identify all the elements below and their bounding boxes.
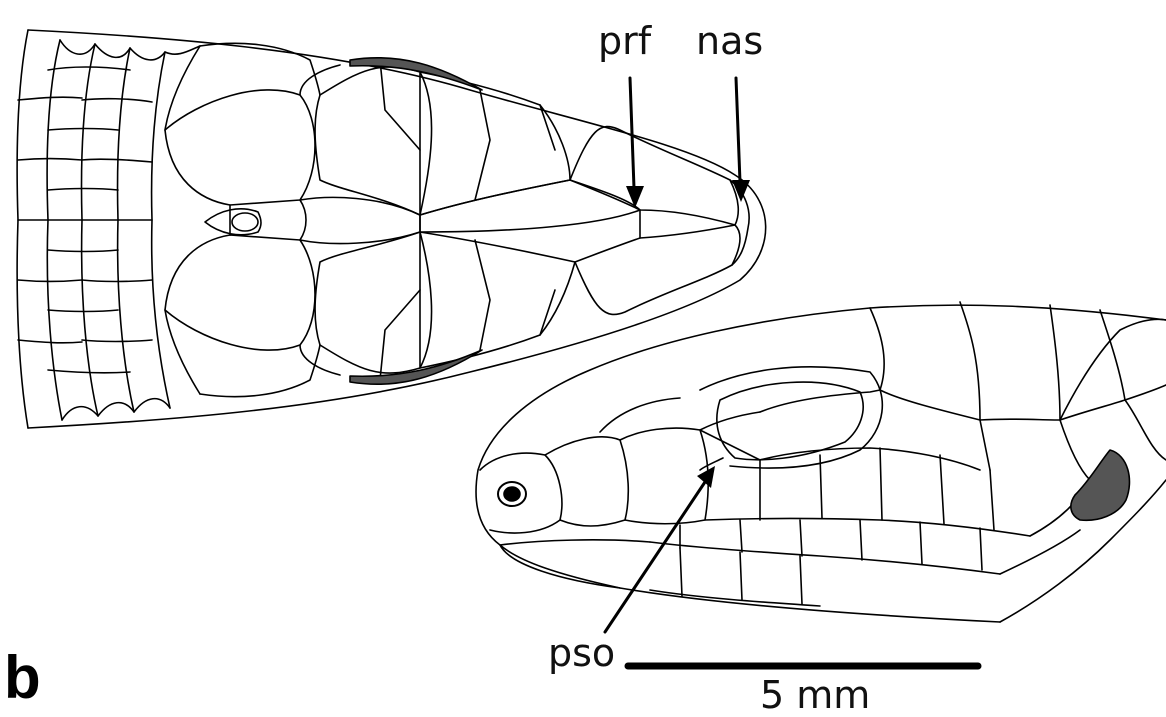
panel-label: b — [4, 648, 41, 708]
nas-arrow-line — [736, 78, 740, 182]
head-shields — [165, 43, 749, 396]
dorsal-view — [17, 30, 766, 428]
dorsal-outline — [28, 30, 766, 428]
scale-bar-label: 5 mm — [760, 676, 870, 714]
right-eye-groove — [350, 350, 482, 384]
snout-shields — [480, 398, 760, 533]
lateral-scales — [650, 302, 1166, 622]
pso-arrow-line — [605, 482, 705, 632]
left-eye-groove — [350, 58, 482, 90]
body-scales — [17, 30, 200, 428]
nas-label: nas — [696, 22, 763, 60]
prf-arrow-line — [630, 78, 634, 188]
temporal-patch — [1071, 450, 1130, 520]
pso-label: pso — [548, 634, 615, 672]
lateral-view — [476, 302, 1166, 622]
prf-label: prf — [598, 22, 651, 60]
